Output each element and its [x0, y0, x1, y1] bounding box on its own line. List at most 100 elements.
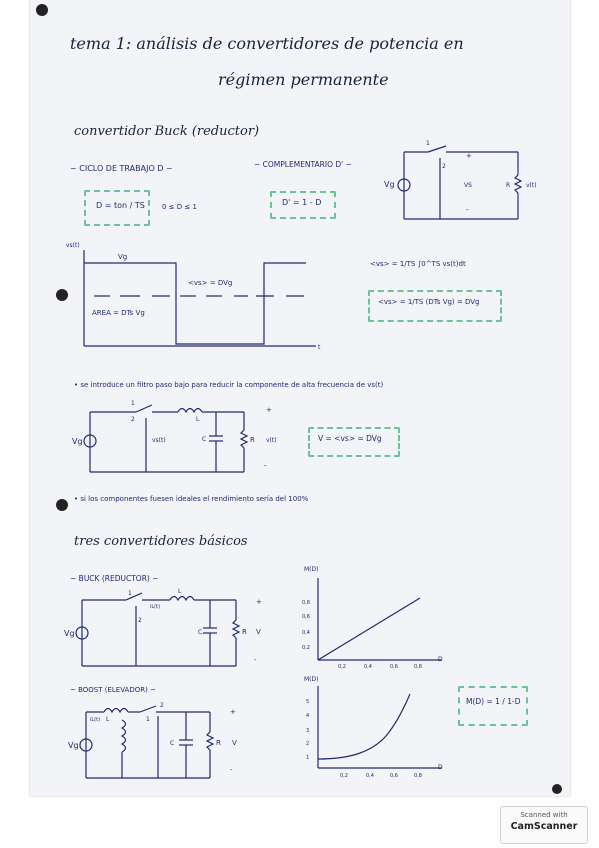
b3-c: C: [198, 629, 203, 636]
buck-label: ~ BUCK (REDUCTOR) ~: [70, 574, 159, 583]
b3-vg: Vg: [64, 629, 75, 638]
b3-r: R: [242, 628, 247, 636]
p1-ytick: 0,8: [302, 600, 310, 606]
wave-vg: Vg: [118, 253, 128, 261]
p2-ytick: 2: [306, 741, 310, 747]
duty-range: 0 ≤ D ≤ 1: [162, 203, 197, 211]
p1-xtick: 0,4: [364, 664, 372, 670]
p2-xtick: 0,2: [340, 773, 348, 779]
c2-r: R: [250, 436, 255, 444]
p2-ytick: 1: [306, 755, 310, 761]
c2-vg: Vg: [72, 437, 83, 446]
binder-hole-lower: [56, 499, 68, 511]
duty-cycle-label: ~ CICLO DE TRABAJO D ~: [70, 164, 173, 173]
c1-minus: -: [466, 206, 469, 214]
bo-sw1: 1: [146, 716, 150, 723]
c2-plus: +: [266, 406, 272, 414]
p2-ylabel: M(D): [304, 676, 319, 683]
binder-hole-bottom: [552, 784, 562, 794]
bo-l: L: [106, 716, 110, 723]
c2-sw1: 1: [131, 400, 135, 407]
c2-l: L: [196, 416, 200, 423]
p2-ytick: 3: [306, 728, 310, 734]
c1-vout: v(t): [526, 182, 537, 189]
p1-xtick: 0,6: [390, 664, 398, 670]
c1-vs: VS: [464, 182, 472, 189]
p2-xtick: 0,8: [414, 773, 422, 779]
bo-minus: -: [230, 766, 233, 774]
avg-result: <vs> = 1/TS (DTs Vg) = DVg: [378, 298, 480, 306]
ideal-note: • si los componentes fuesen ideales el r…: [74, 495, 309, 503]
binder-hole-top: [36, 4, 48, 16]
b3-plus: +: [256, 598, 262, 606]
wave-ylabel: vs(t): [66, 242, 80, 249]
bo-sw2: 2: [160, 702, 164, 709]
p2-xtick: 0,6: [390, 773, 398, 779]
c2-minus: -: [264, 462, 267, 470]
watermark-line1: Scanned with: [520, 811, 568, 819]
notebook-page: [30, 0, 570, 796]
c1-plus: +: [466, 152, 472, 160]
bo-v: V: [232, 739, 237, 747]
filter-result: V = <vs> = DVg: [318, 434, 382, 443]
b3-l: L: [178, 588, 182, 595]
bo-plus: +: [230, 708, 236, 716]
bo-r: R: [216, 739, 221, 747]
complement-formula-box: [270, 191, 336, 219]
filter-note: • se introduce un filtro paso bajo para …: [74, 381, 384, 389]
p1-xtick: 0,2: [338, 664, 346, 670]
b3-v: V: [256, 628, 261, 636]
wave-area: AREA = DTs Vg: [92, 309, 145, 317]
p2-ytick: 4: [306, 713, 310, 719]
camscanner-watermark: Scanned with CamScanner: [500, 806, 588, 844]
p1-ytick: 0,2: [302, 645, 310, 651]
p1-xtick: 0,8: [414, 664, 422, 670]
c2-sw2: 2: [131, 416, 135, 423]
binder-hole-middle: [56, 289, 68, 301]
bo-c: C: [170, 740, 175, 747]
b3-sw2: 2: [138, 617, 142, 624]
c1-r: R: [506, 182, 511, 189]
mformula-box: [458, 686, 528, 726]
bo-il: iL(t): [90, 717, 101, 723]
wave-t: t: [318, 344, 321, 351]
c1-sw1: 1: [426, 140, 430, 147]
b3-sw1: 1: [128, 590, 132, 597]
b3-minus: -: [254, 656, 257, 664]
p1-ylabel: M(D): [304, 566, 319, 573]
p1-xlabel: D: [438, 656, 443, 663]
p2-ytick: 5: [306, 699, 310, 705]
c2-vout: v(t): [266, 437, 277, 444]
page-title-line1: tema 1: análisis de convertidores de pot…: [70, 34, 464, 53]
bo-vg: Vg: [68, 741, 79, 750]
c1-sw2: 2: [442, 163, 446, 170]
complement-formula: D' = 1 - D: [282, 198, 322, 207]
c1-vg: Vg: [384, 180, 395, 189]
watermark-line2: CamScanner: [510, 821, 578, 832]
boost-label: ~ BOOST (ELEVADOR) ~: [70, 686, 156, 694]
buck-heading: convertidor Buck (reductor): [74, 124, 260, 139]
wave-avg: <vs> = DVg: [188, 279, 233, 287]
p1-ytick: 0,6: [302, 614, 310, 620]
p2-xtick: 0,4: [366, 773, 374, 779]
avg-integral: <vs> = 1/TS ∫0^TS vs(t)dt: [370, 260, 466, 268]
complement-label: ~ COMPLEMENTARIO D' ~: [254, 160, 352, 169]
duty-formula: D = ton / TS: [96, 201, 145, 210]
filter-result-box: [308, 427, 400, 457]
duty-formula-box: [84, 190, 150, 226]
page-title-line2: régimen permanente: [218, 70, 389, 89]
three-heading: tres convertidores básicos: [74, 534, 248, 549]
p1-ytick: 0,4: [302, 630, 310, 636]
mformula: M(D) = 1 / 1-D: [466, 697, 521, 706]
p2-xlabel: D: [438, 764, 443, 771]
c2-c: C: [202, 436, 207, 443]
c2-vs: vs(t): [152, 437, 166, 444]
avg-result-box: [368, 290, 502, 322]
b3-il: iL(t): [150, 604, 161, 610]
